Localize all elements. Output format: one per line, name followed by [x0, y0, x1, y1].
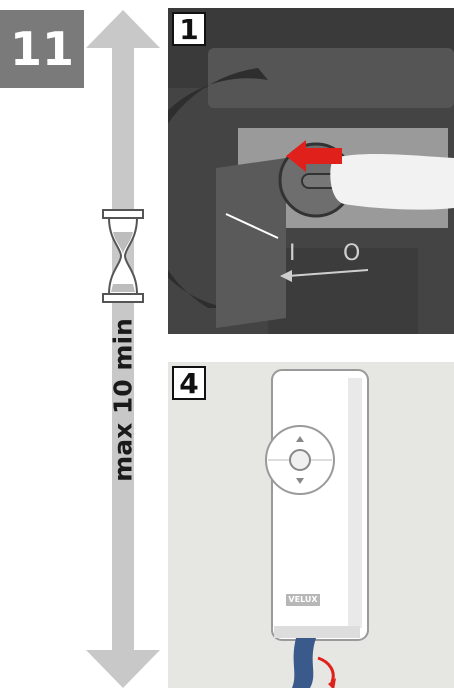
svg-text:I: I [289, 241, 296, 266]
panel-step-1: 1 I O I O [168, 8, 454, 334]
panel-number: 1 [172, 12, 206, 46]
svg-text:O: O [343, 241, 360, 266]
step-number-badge: 11 [0, 10, 84, 88]
max-duration-label: max 10 min [109, 318, 138, 482]
push-arrow-icon [286, 140, 342, 172]
hourglass-icon [101, 208, 145, 304]
panel-step-4: 4 VELUX [168, 362, 454, 688]
remote-control-illustration [168, 362, 454, 688]
remote-brand-label: VELUX [286, 594, 320, 606]
panel-number: 4 [172, 366, 206, 400]
